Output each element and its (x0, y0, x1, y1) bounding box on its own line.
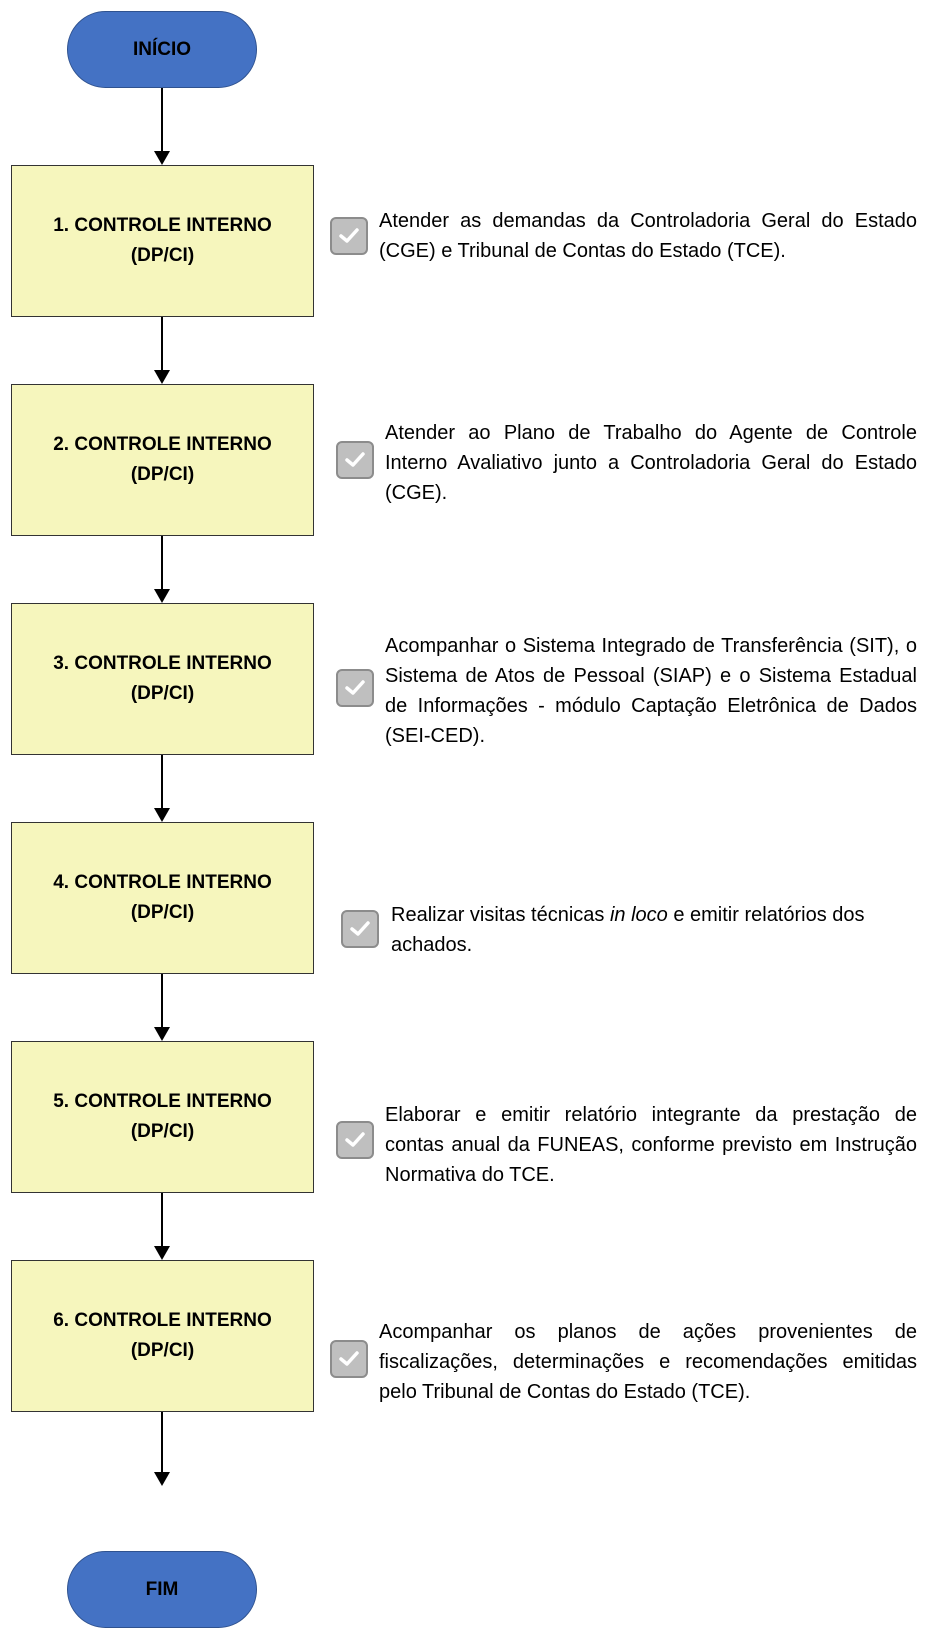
process-step-1: 1. CONTROLE INTERNO (DP/CI) (11, 165, 314, 317)
end-label: FIM (145, 1578, 179, 1600)
arrowhead-6 (154, 1246, 170, 1260)
checkbox-checked-icon (330, 1340, 368, 1378)
process-step-5: 5. CONTROLE INTERNO (DP/CI) (11, 1041, 314, 1193)
checkbox-checked-icon (341, 910, 379, 948)
connector-1-2 (161, 312, 163, 371)
connector-2-3 (161, 531, 163, 590)
step-4-description-start: Realizar visitas técnicas (391, 904, 610, 926)
connector-4-5 (161, 969, 163, 1028)
step-4-description: Realizar visitas técnicas in loco e emit… (391, 900, 917, 960)
checkbox-checked-icon (336, 1121, 374, 1159)
end-terminal: FIM (67, 1551, 257, 1628)
process-step-4: 4. CONTROLE INTERNO (DP/CI) (11, 822, 314, 974)
process-step-6: 6. CONTROLE INTERNO (DP/CI) (11, 1260, 314, 1412)
step-4-description-end: e emitir relatórios dos achados. (391, 904, 865, 956)
step-3-description: Acompanhar o Sistema Integrado de Transf… (385, 635, 917, 747)
process-step-3: 3. CONTROLE INTERNO (DP/CI) (11, 603, 314, 755)
step-4-title: 4. CONTROLE INTERNO (53, 872, 272, 893)
step-5-unit: (DP/CI) (130, 1121, 195, 1142)
step-2-unit: (DP/CI) (130, 464, 195, 485)
step-6-unit: (DP/CI) (130, 1340, 195, 1361)
arrowhead-2 (154, 370, 170, 384)
arrowhead-3 (154, 589, 170, 603)
connector-3-4 (161, 750, 163, 809)
arrowhead-1 (154, 151, 170, 165)
process-step-2: 2. CONTROLE INTERNO (DP/CI) (11, 384, 314, 536)
start-label: INÍCIO (132, 38, 192, 60)
step-3-title: 3. CONTROLE INTERNO (53, 653, 272, 674)
step-1-unit: (DP/CI) (130, 245, 195, 266)
checkbox-checked-icon (336, 669, 374, 707)
connector-5-6 (161, 1188, 163, 1247)
step-3-unit: (DP/CI) (130, 683, 195, 704)
step-6-title: 6. CONTROLE INTERNO (53, 1310, 272, 1331)
start-terminal: INÍCIO (67, 11, 257, 88)
connector-6-end (161, 1407, 163, 1473)
step-1-title: 1. CONTROLE INTERNO (53, 215, 272, 236)
arrowhead-7 (154, 1472, 170, 1486)
step-5-title: 5. CONTROLE INTERNO (53, 1091, 272, 1112)
step-6-description: Acompanhar os planos de ações provenient… (379, 1321, 917, 1403)
connector-start-1 (161, 88, 163, 152)
step-2-title: 2. CONTROLE INTERNO (53, 434, 272, 455)
step-1-description: Atender as demandas da Controladoria Ger… (379, 210, 917, 262)
step-5-description: Elaborar e emitir relatório integrante d… (385, 1104, 917, 1186)
arrowhead-4 (154, 808, 170, 822)
step-4-unit: (DP/CI) (130, 902, 195, 923)
arrowhead-5 (154, 1027, 170, 1041)
step-2-description: Atender ao Plano de Trabalho do Agente d… (385, 422, 917, 504)
checkbox-checked-icon (330, 217, 368, 255)
step-4-description-italic: in loco (609, 904, 668, 926)
checkbox-checked-icon (336, 441, 374, 479)
